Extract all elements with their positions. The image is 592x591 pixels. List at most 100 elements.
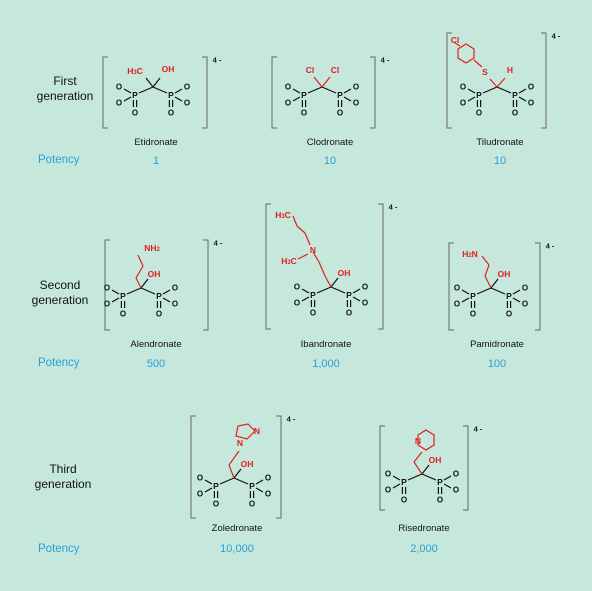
oxygen-atom: O xyxy=(294,299,300,308)
bond xyxy=(443,483,452,489)
bond xyxy=(407,473,423,481)
oxygen-atom: O xyxy=(301,109,307,118)
oxygen-atom: O xyxy=(460,99,466,108)
hydroxyl-group: OH xyxy=(338,268,351,278)
phosphorus-atom: P xyxy=(132,90,138,100)
drug-potency-tiludronate: 10 xyxy=(493,155,507,167)
oxygen-atom: O xyxy=(437,496,443,505)
generation-label-line1: Second xyxy=(39,278,81,292)
bond xyxy=(233,477,249,485)
drug-potency-clodronate: 10 xyxy=(323,155,337,167)
drug-potency-risedronate: 2,000 xyxy=(410,543,438,555)
bond xyxy=(496,86,512,94)
oxygen-atom: O xyxy=(512,109,518,118)
bond xyxy=(421,473,437,481)
phosphorus-atom: P xyxy=(156,291,162,301)
potency-label-first: Potency xyxy=(38,154,80,166)
oxygen-atom: O xyxy=(454,284,460,293)
oxygen-atom: O xyxy=(522,284,528,293)
bond xyxy=(312,251,320,263)
nitrogen-atom: N xyxy=(254,426,260,436)
etidronate-left-bracket xyxy=(102,56,108,129)
oxygen-atom: O xyxy=(470,310,476,319)
bond xyxy=(111,289,120,295)
oxygen-atom: O xyxy=(172,300,178,309)
bond xyxy=(318,261,326,277)
bond xyxy=(137,254,144,267)
bond xyxy=(174,88,183,94)
drug-name-zoledronate: Zoledronate xyxy=(211,523,263,534)
oxygen-atom: O xyxy=(104,300,110,309)
bond xyxy=(512,297,521,303)
drug-potency-alendronate: 500 xyxy=(146,358,166,370)
bond xyxy=(343,88,352,94)
hydroxyl-group: OH xyxy=(429,455,442,465)
bond xyxy=(204,479,213,485)
bond xyxy=(352,288,361,294)
nitrogen-atom: N xyxy=(310,245,316,255)
chlorine-atom: Cl xyxy=(451,35,460,45)
charge-label: 4 - xyxy=(552,32,561,41)
hydrogen-atom: H xyxy=(507,65,513,75)
bond xyxy=(135,265,144,279)
oxygen-atom: O xyxy=(522,300,528,309)
bond xyxy=(219,477,235,485)
bond xyxy=(162,289,171,295)
generation-label-line2: generation xyxy=(34,477,92,491)
bond xyxy=(292,96,301,102)
bond xyxy=(330,286,346,294)
oxygen-atom: O xyxy=(265,474,271,483)
oxygen-atom: O xyxy=(213,500,219,509)
oxygen-atom: O xyxy=(197,490,203,499)
methyl-group: H3C xyxy=(127,66,143,76)
bond xyxy=(292,88,301,94)
drug-potency-pamidronate: 100 xyxy=(487,358,507,370)
generation-label-line1: Third xyxy=(49,462,77,476)
bond xyxy=(321,86,337,94)
drug-name-alendronate: Alendronate xyxy=(130,339,182,350)
bond xyxy=(152,77,161,88)
phosphorus-atom: P xyxy=(337,90,343,100)
oxygen-atom: O xyxy=(346,309,352,318)
bond xyxy=(123,96,132,102)
pyridine-ring xyxy=(417,429,435,451)
oxygen-atom: O xyxy=(454,300,460,309)
generation-label-third: Third generation xyxy=(13,462,113,492)
oxygen-atom: O xyxy=(476,109,482,118)
chlorine-atom: Cl xyxy=(306,65,315,75)
oxygen-atom: O xyxy=(104,284,110,293)
clodronate-left-bracket xyxy=(271,56,277,129)
potency-label-second: Potency xyxy=(38,357,80,369)
oxygen-atom: O xyxy=(116,83,122,92)
drug-potency-ibandronate: 1,000 xyxy=(312,358,340,370)
bond xyxy=(233,468,242,479)
oxygen-atom: O xyxy=(156,310,162,319)
oxygen-atom: O xyxy=(460,83,466,92)
hydroxyl-group: OH xyxy=(241,459,254,469)
charge-label: 4 - xyxy=(546,242,555,251)
clodronate-right-bracket xyxy=(370,56,376,129)
oxygen-atom: O xyxy=(353,99,359,108)
oxygen-atom: O xyxy=(337,109,343,118)
chlorine-atom: Cl xyxy=(331,65,340,75)
bond xyxy=(490,287,506,295)
generation-label-line2: generation xyxy=(31,293,89,307)
generation-label-line2: generation xyxy=(36,89,94,103)
bond xyxy=(126,287,142,295)
amine-group: NH2 xyxy=(144,243,160,253)
bond xyxy=(296,225,306,234)
oxygen-atom: O xyxy=(197,474,203,483)
charge-label: 4 - xyxy=(213,56,222,65)
risedronate-right-bracket xyxy=(463,425,469,511)
bond xyxy=(496,77,506,88)
oxygen-atom: O xyxy=(528,83,534,92)
charge-label: 4 - xyxy=(214,239,223,248)
phosphorus-atom: P xyxy=(346,290,352,300)
drug-name-tiludronate: Tiludronate xyxy=(476,137,524,148)
oxygen-atom: O xyxy=(285,99,291,108)
imidazole-ring xyxy=(235,423,256,440)
bond xyxy=(324,275,332,288)
phosphorus-atom: P xyxy=(213,481,219,491)
bond xyxy=(145,77,154,88)
